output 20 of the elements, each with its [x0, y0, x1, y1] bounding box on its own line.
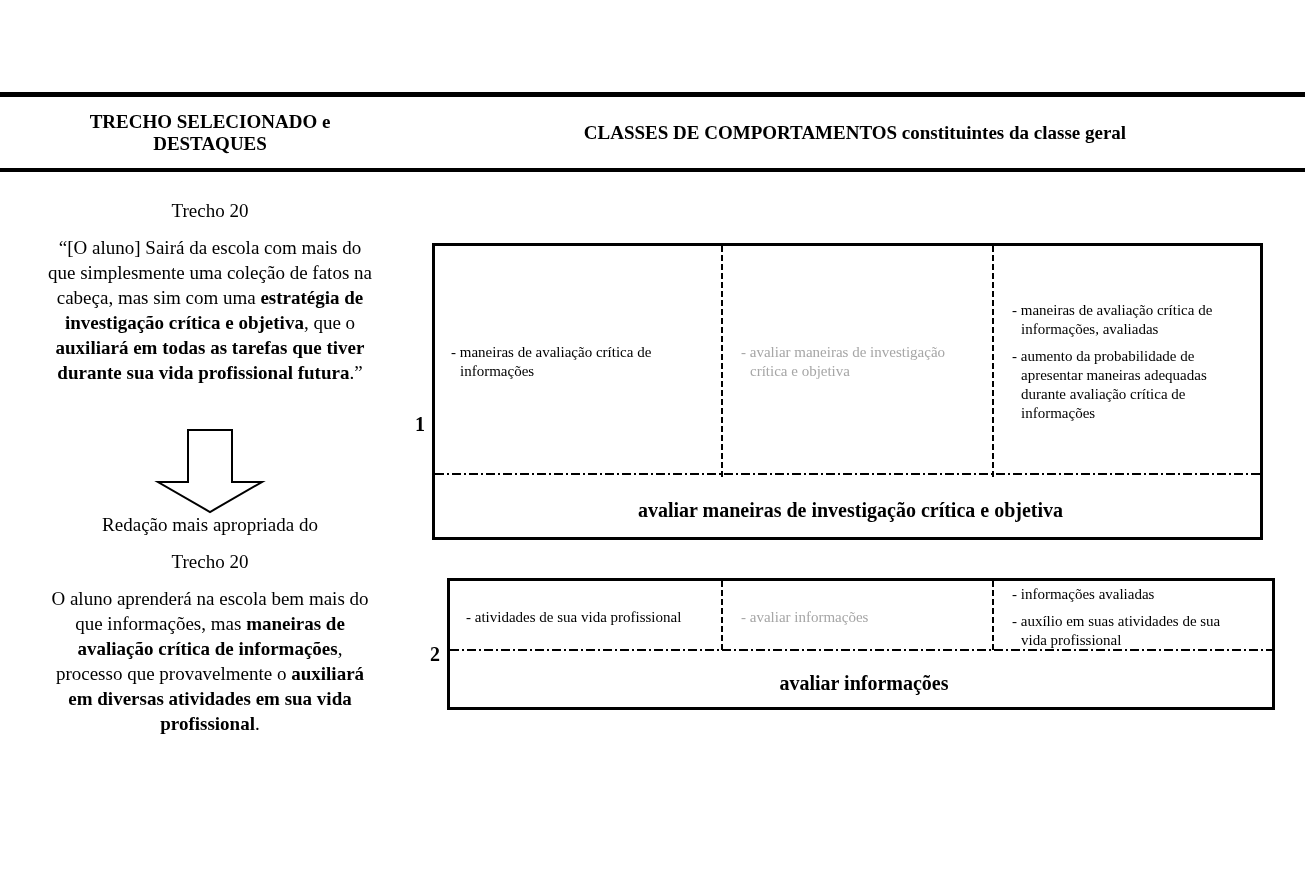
- quote-paragraph: “[O aluno] Sairá da escola com mais do que simplesmente uma coleção de fatos na cabeça, mas sim com uma estratégia de investigação crítica e objetiva, que o auxiliará em todas as tarefas que tiver durante sua vida profissional futura.”: [47, 236, 373, 385]
- cell-text: - auxílio em suas atividades de sua vida profissional: [1012, 611, 1222, 650]
- row-number: 2: [430, 644, 440, 664]
- cell-text: - maneiras de avaliação crítica de informações: [451, 342, 653, 381]
- block-arrow: [154, 429, 266, 514]
- caption-text: Trecho 20: [171, 550, 249, 574]
- general-class-text: avaliar maneiras de investigação crítica e objetiva: [637, 498, 1064, 524]
- caption-text: Trecho 20: [171, 199, 249, 223]
- cell-text: - avaliar maneiras de investigação crítica e objetiva: [741, 342, 947, 381]
- column-header: TRECHO SELECIONADO e DESTAQUES: [88, 110, 332, 155]
- cell-text: - informações avaliadas: [1012, 584, 1156, 604]
- cell-text: - avaliar informações: [741, 607, 870, 627]
- cell-text: - maneiras de avaliação crítica de informações, avaliadas: [1012, 300, 1214, 339]
- caption-text: Redação mais apropriada do: [102, 513, 318, 537]
- row-number: 1: [415, 414, 425, 434]
- cell-text: - aumento da probabilidade de apresentar maneiras adequadas durante avaliação crítica de informações: [1012, 346, 1208, 423]
- quote-paragraph: O aluno aprenderá na escola bem mais do que informações, mas maneiras de avaliação crítica de informações, processo que provavelmente o auxiliará em diversas atividades em sua vida profissional.: [50, 587, 370, 736]
- cell-text: - atividades de sua vida profissional: [466, 607, 683, 627]
- column-header: CLASSES DE COMPORTAMENTOS constituintes da classe geral: [583, 121, 1127, 144]
- general-class-text: avaliar informações: [779, 671, 949, 697]
